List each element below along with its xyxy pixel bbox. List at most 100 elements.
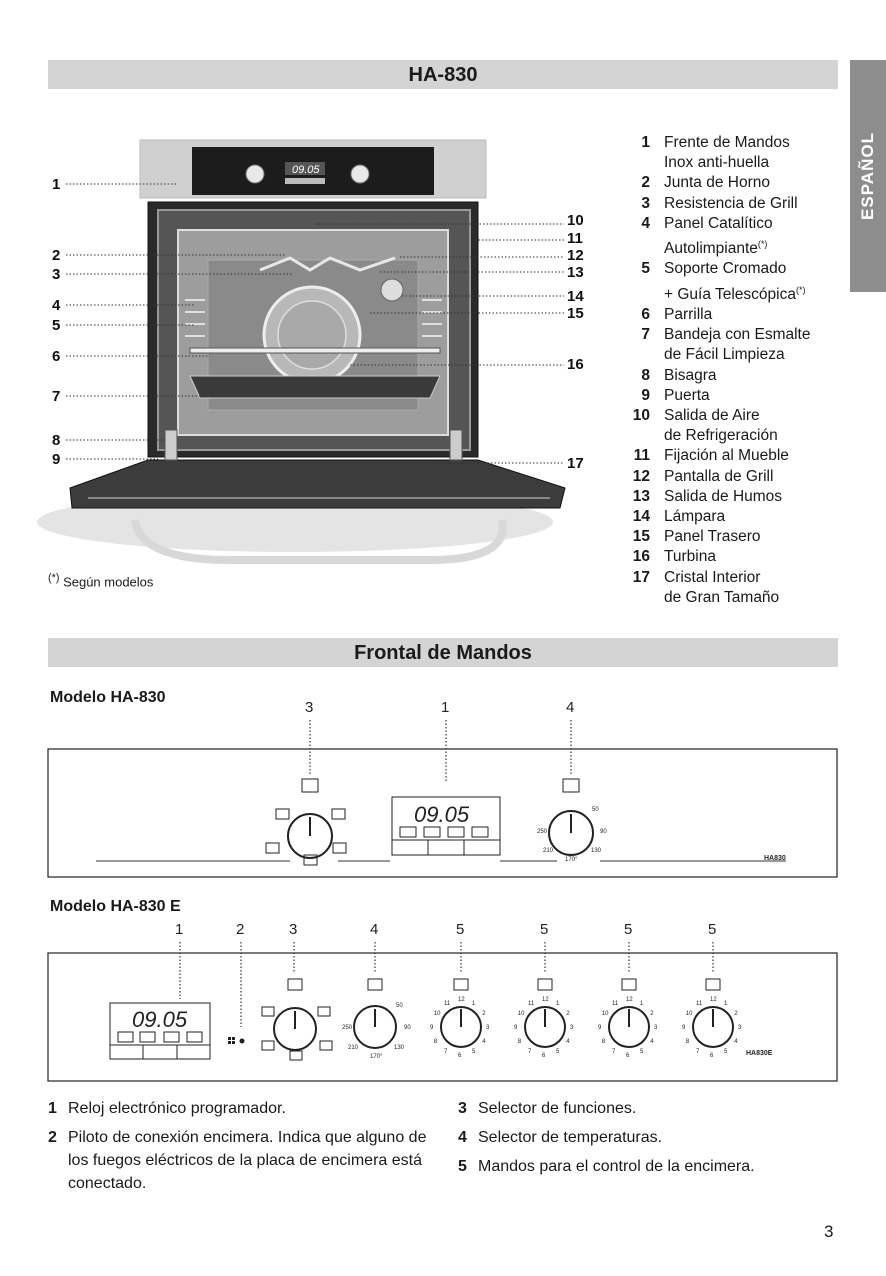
section-bar: Frontal de Mandos <box>48 638 838 667</box>
callout-14: 14 <box>567 288 584 305</box>
legend-number: 14 <box>632 507 650 525</box>
model1-temp-170: 170° <box>565 857 578 863</box>
hob-knobs: 1212345678910111212345678910111212345678… <box>430 978 742 1059</box>
legend-text: Turbina <box>664 548 716 566</box>
hob-mark: 10 <box>518 1011 525 1017</box>
legend-text: Salida de Aire <box>664 406 760 424</box>
hob-mark: 1 <box>472 1001 476 1007</box>
hob-mark: 8 <box>518 1039 522 1045</box>
section-title: Frontal de Mandos <box>354 642 532 664</box>
hob-mark: 12 <box>458 997 465 1003</box>
hob-mark: 5 <box>640 1049 644 1055</box>
hob-mark: 2 <box>650 1011 654 1017</box>
legend-text: Pantalla de Grill <box>664 467 774 485</box>
oven-clock: 09.05 <box>292 164 320 176</box>
page-title: HA-830 <box>408 64 478 86</box>
callout-4: 4 <box>52 297 61 314</box>
model2-temp-130: 130 <box>394 1045 405 1051</box>
hob-mark: 8 <box>434 1039 438 1045</box>
model1-temp-130: 130 <box>591 848 602 854</box>
model2-clock: 09.05 <box>132 1007 188 1032</box>
legend-number: 17 <box>632 568 650 586</box>
callout-2: 2 <box>52 247 60 264</box>
legend-text: Panel Catalítico <box>664 214 773 232</box>
hob-mark: 6 <box>626 1053 630 1059</box>
hob-mark: 6 <box>542 1053 546 1059</box>
hob-mark: 9 <box>514 1025 518 1031</box>
callout-7: 7 <box>52 388 60 405</box>
hob-mark: 2 <box>482 1011 486 1017</box>
legend-number: 12 <box>632 467 650 485</box>
model2-callout-5c: 5 <box>624 921 632 938</box>
legend-text: Lámpara <box>664 507 726 525</box>
callout-16: 16 <box>567 356 584 373</box>
model2-callout-4: 4 <box>370 921 378 938</box>
note-text: Según modelos <box>63 574 154 590</box>
hob-mark: 4 <box>650 1039 654 1045</box>
hob-mark: 2 <box>566 1011 570 1017</box>
callout-5: 5 <box>52 317 60 334</box>
legend-item: 14 Lámpara <box>624 507 844 527</box>
hob-mark: 11 <box>612 1001 619 1007</box>
hob-mark: 2 <box>734 1011 738 1017</box>
callout-15: 15 <box>567 305 584 322</box>
model2-callout-5a: 5 <box>456 921 464 938</box>
hob-mark: 3 <box>486 1025 490 1031</box>
legend-text: Soporte Cromado <box>664 260 787 278</box>
legend-number: 1 <box>641 134 650 151</box>
legend-text: de Refrigeración <box>664 427 778 445</box>
oven-diagram: 09.05 1 2 3 4 5 6 7 8 9 <box>37 139 584 564</box>
legend-text: Inox anti-huella <box>664 154 770 172</box>
hob-mark: 3 <box>570 1025 574 1031</box>
hob-mark: 11 <box>696 1001 703 1007</box>
legend-number: 13 <box>632 487 650 505</box>
callout-6: 6 <box>52 348 60 365</box>
callout-1: 1 <box>52 176 60 193</box>
model1-callout-4: 4 <box>566 699 574 716</box>
header-bar: HA-830 <box>48 60 838 89</box>
legend-item: 10 Salida de Aire de Refrigeración <box>624 406 844 446</box>
hob-mark: 5 <box>724 1049 728 1055</box>
model2-callout-5b: 5 <box>540 921 548 938</box>
model1-temp-210: 210 <box>543 848 554 854</box>
legend-text: Salida de Humos <box>664 487 783 505</box>
hob-mark: 6 <box>710 1053 714 1059</box>
legend-text: Junta de Horno <box>664 174 770 192</box>
model2-panel-diagram: 1 2 3 4 5 5 5 5 09.05 250 50 <box>47 921 838 1082</box>
hob-mark: 4 <box>482 1039 486 1045</box>
model2-temp-50: 50 <box>396 1003 403 1009</box>
hob-mark: 5 <box>472 1049 476 1055</box>
hob-mark: 10 <box>686 1011 693 1017</box>
model1-callout-3: 3 <box>305 699 313 716</box>
legend-number: 4 <box>641 214 650 232</box>
model2-brand: HA830E <box>746 1050 773 1057</box>
legend-text: Puerta <box>664 386 710 404</box>
callout-3: 3 <box>52 266 60 283</box>
model2-callout-3: 3 <box>289 921 297 938</box>
hob-mark: 4 <box>734 1039 738 1045</box>
hob-mark: 3 <box>738 1025 742 1031</box>
legend-number: 16 <box>632 548 650 566</box>
legend-number: 10 <box>632 406 650 424</box>
hob-mark: 8 <box>686 1039 690 1045</box>
legend-item: 16 Turbina <box>624 547 844 567</box>
model1-clock: 09.05 <box>414 802 470 827</box>
model2-callout-1: 1 <box>175 921 183 938</box>
hob-mark: 4 <box>566 1039 570 1045</box>
hob-mark: 1 <box>640 1001 644 1007</box>
